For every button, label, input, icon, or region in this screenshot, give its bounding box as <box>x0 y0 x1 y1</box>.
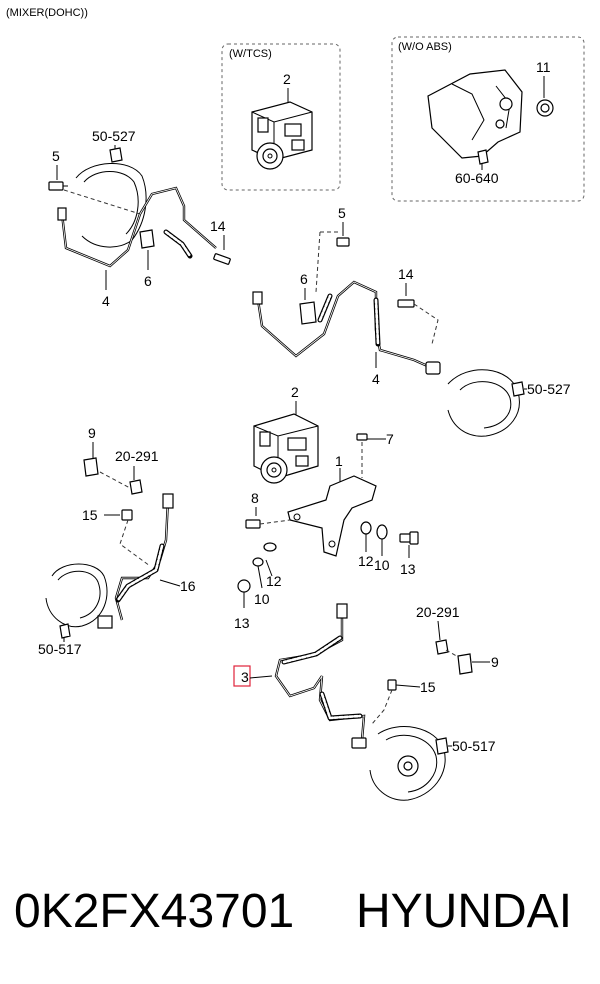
label-ur-50527[interactable]: 50-527 <box>527 381 571 397</box>
front-right-sensor-group: 5 6 14 4 50-527 <box>252 205 571 437</box>
label-ul-6[interactable]: 6 <box>144 273 152 289</box>
label-l-20291[interactable]: 20-291 <box>115 448 159 464</box>
label-m-2[interactable]: 2 <box>291 384 299 400</box>
knuckle-cover <box>427 69 523 159</box>
label-ul-14[interactable]: 14 <box>210 218 226 234</box>
dust-shield-left <box>75 163 147 248</box>
wtcs-box <box>221 43 341 191</box>
lock-nut <box>536 99 554 117</box>
label-m-7[interactable]: 7 <box>386 431 394 447</box>
hecu-module <box>253 413 319 484</box>
label-r-9[interactable]: 9 <box>491 654 499 670</box>
brand-name: HYUNDAI <box>356 885 573 938</box>
label-m-10b[interactable]: 10 <box>374 557 390 573</box>
label-woabs-11[interactable]: 11 <box>536 59 551 75</box>
brake-disc-rear-right <box>369 726 446 801</box>
label-m-13b[interactable]: 13 <box>400 561 416 577</box>
wtcs-group: (W/TCS) 2 <box>221 43 341 191</box>
label-ul-5[interactable]: 5 <box>52 148 60 164</box>
label-m-12b[interactable]: 12 <box>358 553 374 569</box>
front-left-sensor-group: 50-527 5 14 4 6 <box>48 128 231 309</box>
woabs-group: (W/O ABS) 11 60-640 <box>391 36 585 202</box>
rear-right-sensor-group: 20-291 9 3 15 50-517 <box>233 603 499 801</box>
label-woabs-60640[interactable]: 60-640 <box>455 170 499 186</box>
diagram-title: (MIXER(DOHC)) <box>6 7 88 19</box>
label-m-10a[interactable]: 10 <box>254 591 270 607</box>
label-l-15[interactable]: 15 <box>82 507 98 523</box>
label-ul-50527[interactable]: 50-527 <box>92 128 136 144</box>
label-m-1[interactable]: 1 <box>335 453 343 469</box>
hecu-module-tcs <box>251 101 313 170</box>
label-r-3[interactable]: 3 <box>241 669 249 685</box>
footer-bar: 0K2FX43701 HYUNDAI <box>0 872 600 952</box>
brake-disc-rear-left <box>45 563 108 628</box>
dust-shield-right <box>447 369 520 437</box>
label-ur-14[interactable]: 14 <box>398 266 414 282</box>
label-ul-4[interactable]: 4 <box>102 293 110 309</box>
label-r-15[interactable]: 15 <box>420 679 436 695</box>
parts-diagram: (MIXER(DOHC)) (W/TCS) 2 (W/O ABS) 11 <box>6 7 585 801</box>
hecu-bracket <box>287 475 377 557</box>
label-m-13a[interactable]: 13 <box>234 615 250 631</box>
clip-60640 <box>477 149 489 165</box>
label-ur-5[interactable]: 5 <box>338 205 346 221</box>
part-3-highlight[interactable] <box>233 665 251 687</box>
woabs-box-label: (W/O ABS) <box>398 41 452 53</box>
label-ur-4[interactable]: 4 <box>372 371 380 387</box>
hecu-bracket-group: 2 7 1 8 12 10 13 <box>234 384 419 631</box>
label-r-50517[interactable]: 50-517 <box>452 738 496 754</box>
rear-left-sensor-group: 9 20-291 15 16 50-517 <box>38 425 196 657</box>
label-ur-6[interactable]: 6 <box>300 271 308 287</box>
label-l-50517[interactable]: 50-517 <box>38 641 82 657</box>
label-m-12a[interactable]: 12 <box>266 573 282 589</box>
label-l-9[interactable]: 9 <box>88 425 96 441</box>
label-wtcs-2[interactable]: 2 <box>283 71 291 87</box>
label-l-16[interactable]: 16 <box>180 578 196 594</box>
label-m-8[interactable]: 8 <box>251 490 259 506</box>
part-number: 0K2FX43701 <box>14 885 295 938</box>
woabs-box <box>391 36 585 202</box>
label-r-20291[interactable]: 20-291 <box>416 604 460 620</box>
wtcs-box-label: (W/TCS) <box>229 48 272 60</box>
